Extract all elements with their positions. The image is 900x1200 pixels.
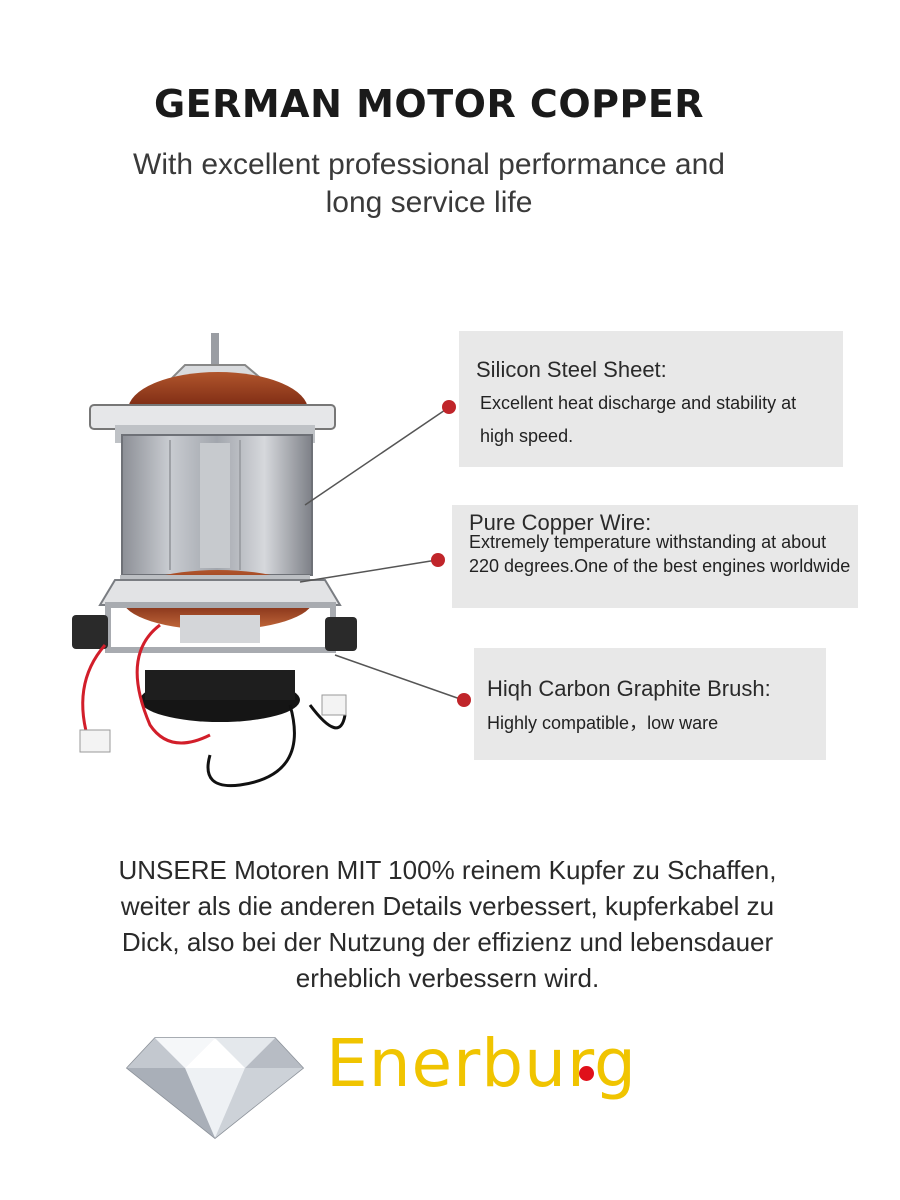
- feature-title: Pure Copper Wire:: [469, 510, 652, 535]
- feature-card-silicon-steel: Silicon Steel Sheet: Excellent heat disc…: [459, 331, 843, 467]
- description-line-4: erheblich verbessern wird.: [295, 963, 600, 993]
- description-line-1: UNSERE Motoren MIT 100% reinem Kupfer zu…: [118, 855, 777, 885]
- callout-dot-3: [457, 693, 471, 707]
- feature-description: Highly compatible，low ware: [487, 713, 719, 733]
- brand-logo: Enerburg: [326, 1025, 637, 1102]
- feature-title: Silicon Steel Sheet:: [476, 357, 667, 382]
- subtitle-line-1: With excellent professional performance …: [133, 148, 725, 181]
- feature-card-copper-wire: Pure Copper Wire: Extremely temperature …: [452, 505, 858, 608]
- feature-description: Extremely temperature withstanding at ab…: [469, 532, 851, 576]
- page-subtitle: With excellent professional performance …: [0, 146, 858, 222]
- description-line-2: weiter als die anderen Details verbesser…: [120, 891, 775, 921]
- feature-card-graphite-brush: Hiqh Carbon Graphite Brush: Highly compa…: [474, 648, 826, 760]
- callout-dot-2: [431, 553, 445, 567]
- brand-logo-dot: [579, 1066, 594, 1081]
- feature-description: Excellent heat discharge and stability a…: [480, 393, 797, 446]
- description-paragraph: UNSERE Motoren MIT 100% reinem Kupfer zu…: [75, 852, 820, 996]
- callout-dot-1: [442, 400, 456, 414]
- feature-title: Hiqh Carbon Graphite Brush:: [487, 676, 771, 701]
- diamond-icon: [125, 1037, 305, 1139]
- description-line-3: Dick, also bei der Nutzung der effizienz…: [121, 927, 774, 957]
- motor-illustration: [72, 333, 357, 788]
- subtitle-line-2: long service life: [325, 186, 533, 219]
- page-title: GERMAN MOTOR COPPER: [153, 82, 705, 126]
